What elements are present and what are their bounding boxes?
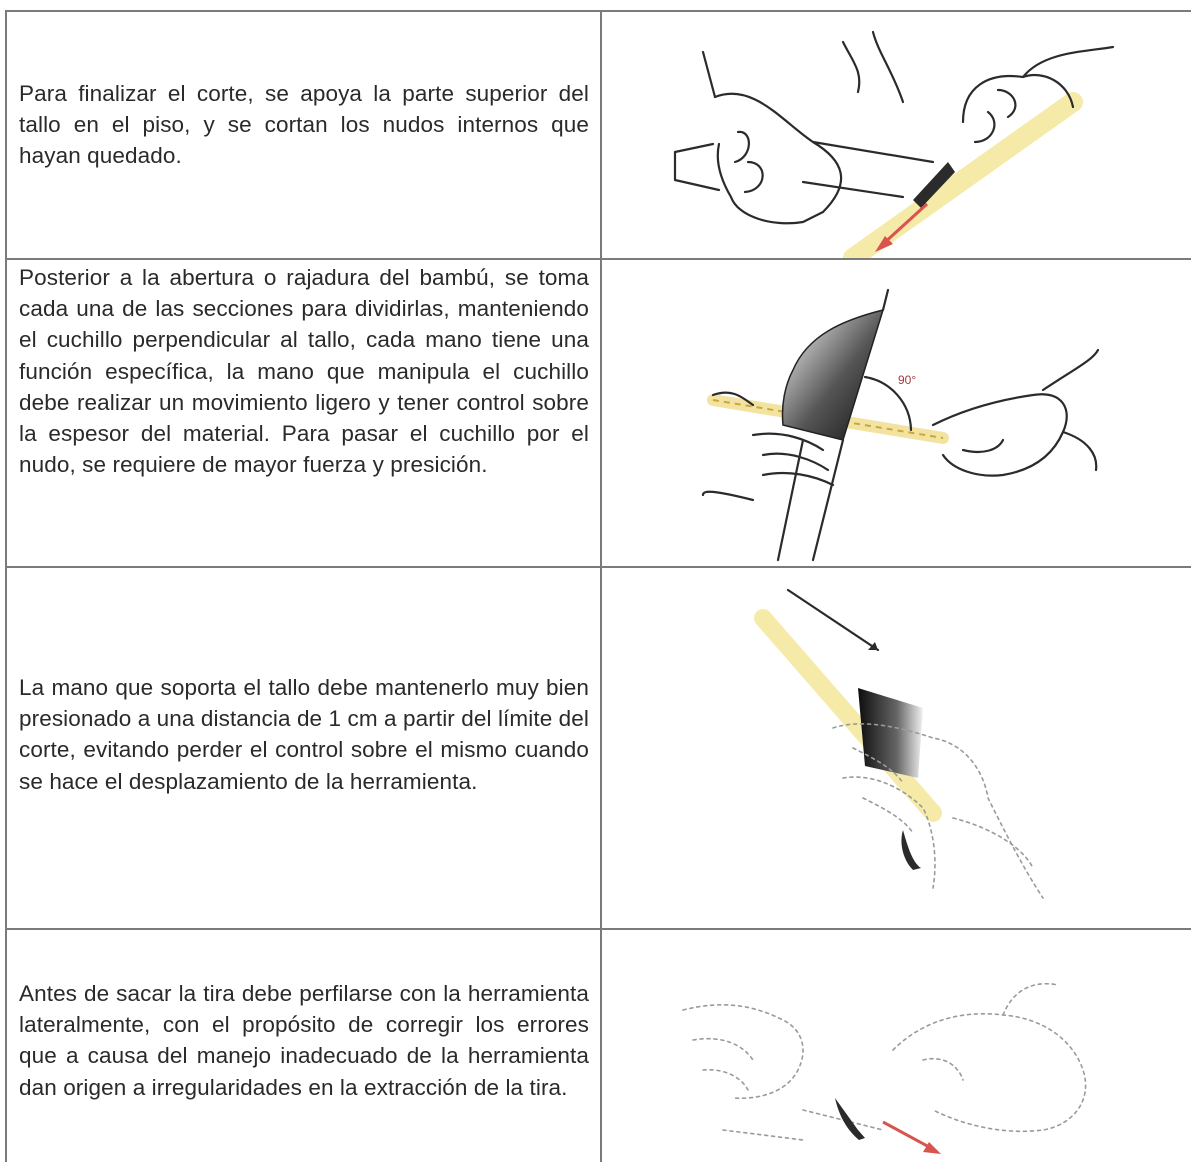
profiling-strip-image <box>603 930 1191 1162</box>
hands-knife-image <box>603 12 1191 258</box>
lateral-profiling-illustration <box>603 930 1191 1162</box>
knife-90-degree-image: 90° <box>603 260 1191 566</box>
instruction-text: Antes de sacar la tira debe perfilarse c… <box>19 978 589 1103</box>
column-divider <box>600 10 602 1162</box>
hand-support-illustration <box>603 568 1191 928</box>
table-border-left <box>5 10 7 1162</box>
hand-pressing-stem-image <box>603 568 1191 928</box>
instruction-text: Para finalizar el corte, se apoya la par… <box>19 78 589 172</box>
angle-label: 90° <box>898 373 916 387</box>
instruction-text: La mano que soporta el tallo debe manten… <box>19 672 589 797</box>
instruction-text: Posterior a la abertura o rajadura del b… <box>19 262 589 480</box>
hands-cutting-illustration <box>603 12 1191 258</box>
knife-perpendicular-illustration: 90° <box>603 260 1191 566</box>
instruction-table: Para finalizar el corte, se apoya la par… <box>5 10 1191 1162</box>
